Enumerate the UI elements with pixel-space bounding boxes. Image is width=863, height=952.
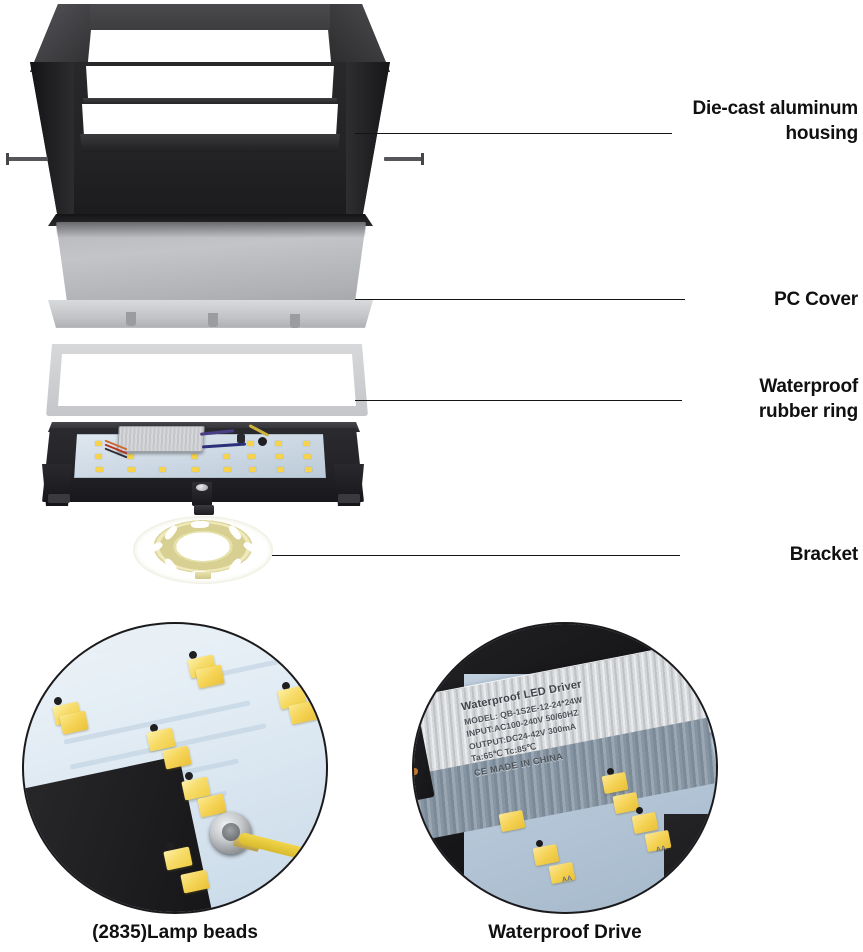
led-chip <box>191 454 198 459</box>
housing-rail-2 <box>80 134 340 152</box>
rubber-ring-opening <box>58 354 356 406</box>
led-chip <box>305 467 312 472</box>
led-chip <box>224 467 231 472</box>
board-component-1 <box>237 434 245 443</box>
detail-view-lamp-beads <box>22 622 328 914</box>
right-mounting-screw <box>384 157 424 161</box>
pc-cover-tab-1 <box>126 312 136 326</box>
pc-cover-tab-2 <box>208 313 218 327</box>
leader-line-bracket <box>272 555 680 556</box>
housing-rail-1 <box>83 98 337 106</box>
led-polarity-dot <box>536 840 543 847</box>
led-chip <box>303 441 310 446</box>
driver-macro-right-shadow <box>664 814 716 912</box>
callout-label-rubber-ring: Waterproof rubber ring <box>758 376 858 422</box>
pc-cover-shadow <box>56 222 366 238</box>
board-foot-right <box>338 494 360 503</box>
pc-cover-part <box>48 214 373 332</box>
led-chip <box>128 467 135 472</box>
leader-line-rubber-ring <box>355 400 682 401</box>
left-mounting-screw <box>8 157 48 161</box>
led-chip <box>277 467 284 472</box>
led-chip <box>223 454 230 459</box>
waterproof-rubber-ring-part <box>46 344 368 416</box>
housing-top-left-bevel <box>30 4 90 72</box>
housing-left-face <box>30 62 74 219</box>
bracket-part <box>133 516 273 584</box>
die-cast-aluminum-housing-part <box>30 4 390 219</box>
leader-line-housing <box>355 133 672 134</box>
led-polarity-dot <box>607 768 614 775</box>
right-screw-head <box>421 153 424 165</box>
detail-view-waterproof-driver: Waterproof LED Driver MODEL: QB-1S2E-12-… <box>412 622 718 914</box>
board-stud-cap <box>196 484 208 491</box>
detail-caption-driver: Waterproof Drive <box>488 922 642 943</box>
led-chip <box>127 454 134 459</box>
housing-right-face <box>346 62 390 219</box>
housing-top-right-bevel <box>330 4 390 72</box>
onboard-driver-module <box>117 426 205 452</box>
board-component-2 <box>258 437 267 446</box>
grounding-screw-center <box>222 823 240 841</box>
led-chip <box>159 467 166 472</box>
led-chip <box>304 454 311 459</box>
detail-caption-lamp-beads: (2835)Lamp beads <box>92 922 258 943</box>
led-chip <box>95 441 102 446</box>
led-chip <box>248 454 255 459</box>
callout-label-housing: Die-cast aluminum housing <box>692 98 858 144</box>
housing-vent-slot-2 <box>82 104 338 136</box>
left-screw-head <box>6 153 9 165</box>
led-chip <box>192 467 199 472</box>
bracket-top-tab <box>194 505 214 515</box>
callout-label-pc-cover: PC Cover <box>774 289 858 310</box>
bracket-bottom-tab <box>195 572 211 579</box>
board-foot-left <box>48 494 70 503</box>
led-chip <box>96 467 103 472</box>
led-chip <box>276 454 283 459</box>
callout-label-bracket: Bracket <box>789 544 859 565</box>
led-chip <box>247 441 254 446</box>
led-polarity-dot <box>636 807 643 814</box>
bracket-slot <box>190 520 210 529</box>
leader-line-pc-cover <box>355 299 685 300</box>
led-chip <box>95 454 102 459</box>
led-chip <box>275 441 282 446</box>
led-chip <box>249 467 256 472</box>
housing-vent-slot-1 <box>86 66 334 98</box>
pc-cover-tab-3 <box>290 314 300 328</box>
